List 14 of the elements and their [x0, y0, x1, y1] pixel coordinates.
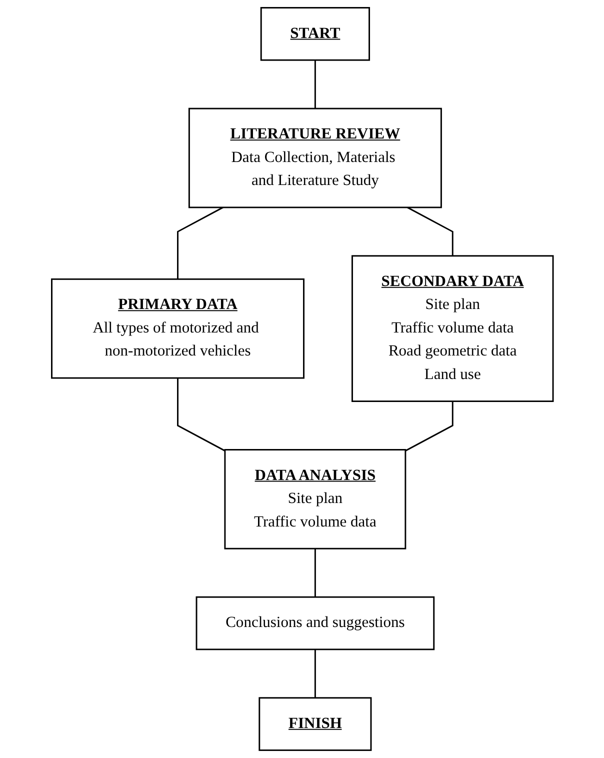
node-box: Conclusions and suggestions [195, 596, 434, 650]
connector [314, 649, 316, 698]
connector [404, 401, 453, 452]
node-box: PRIMARY DATA All types of motorized and non-motorized vehicles [50, 278, 304, 379]
connector [406, 206, 453, 256]
node-box: FINISH [258, 697, 372, 751]
node-box: LITERATURE REVIEW Data Collection, Materials and Literature Study [188, 108, 442, 208]
connector [314, 60, 316, 109]
node-box: START [260, 7, 370, 61]
connector [314, 548, 316, 598]
connector [176, 378, 225, 452]
node-box: SECONDARY DATA Site plan Traffic volume data Road geometric data Land use [351, 255, 554, 402]
node-box: DATA ANALYSIS Site plan Traffic volume data [224, 449, 406, 550]
connector [176, 206, 223, 280]
